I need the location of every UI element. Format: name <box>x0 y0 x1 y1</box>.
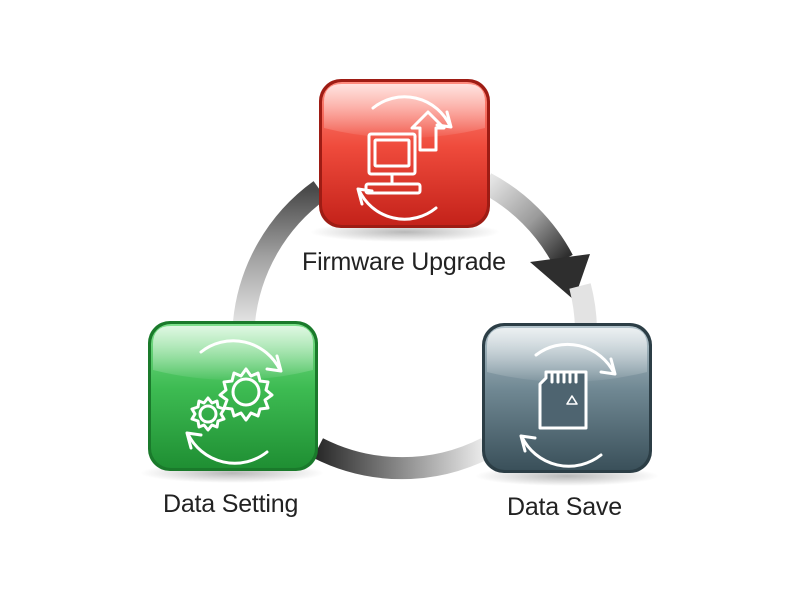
data-setting-tile <box>148 321 318 471</box>
firmware-upgrade-tile <box>319 79 490 228</box>
data-save-label: Data Save <box>507 493 622 521</box>
data-save-tile <box>482 323 652 473</box>
computer-upload-icon <box>356 95 453 221</box>
sd-card-icon <box>519 342 617 468</box>
data-setting-label: Data Setting <box>163 490 299 518</box>
firmware-upgrade-label: Firmware Upgrade <box>302 248 506 276</box>
cycle-arrow-save-to-setting <box>313 438 491 480</box>
cycle-connector-save <box>569 283 597 329</box>
cycle-arrow-setting-to-firmware <box>233 181 327 324</box>
gears-icon <box>185 339 283 465</box>
cycle-arrow-firmware-to-save <box>480 173 573 266</box>
